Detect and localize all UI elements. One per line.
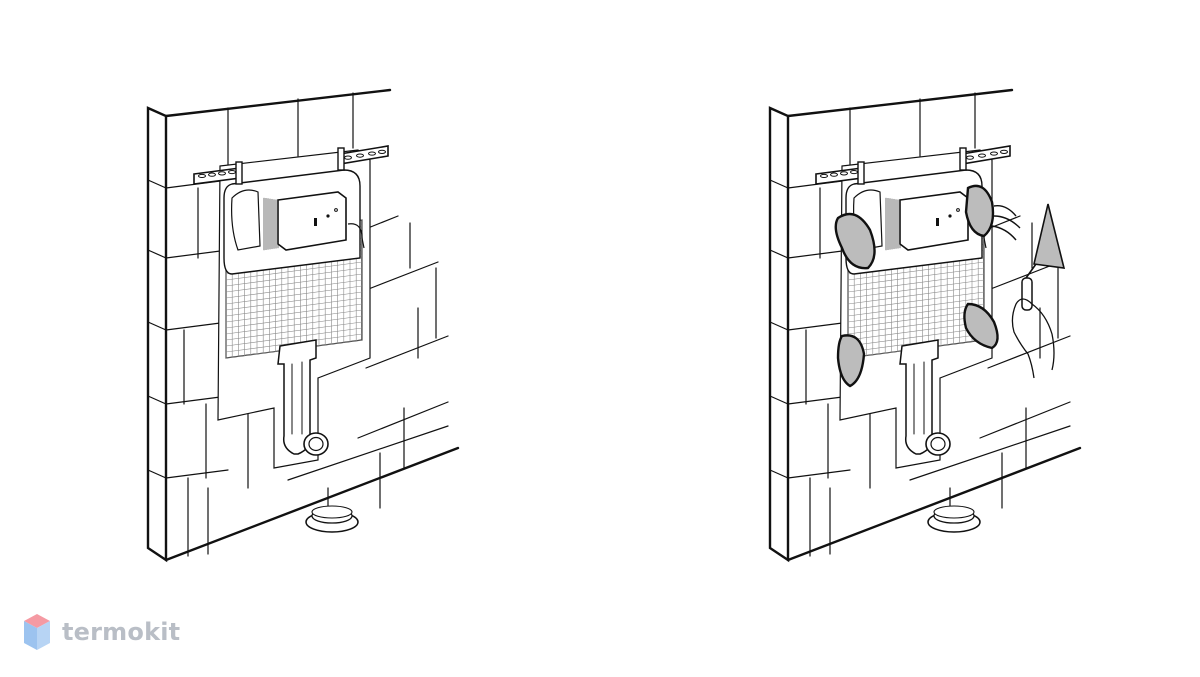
- mounting-rail: [815, 145, 1011, 185]
- plaster-patch: [834, 212, 876, 270]
- trowel-hand-icon: [991, 203, 1066, 379]
- cistern-frame: [223, 169, 365, 275]
- cube-logo-icon: [24, 614, 50, 650]
- brand-logo[interactable]: termokit: [22, 610, 180, 654]
- flush-box: [899, 191, 969, 251]
- plaster-patch: [964, 184, 995, 238]
- plaster-patches: [834, 184, 999, 388]
- flush-box: [277, 191, 347, 251]
- plaster-patch: [963, 302, 999, 350]
- before-plaster-panel: [146, 88, 460, 563]
- mounting-rail: [193, 145, 389, 185]
- drain-pipe: [899, 339, 951, 456]
- brand-name: termokit: [62, 618, 181, 646]
- drain-pipe: [277, 339, 329, 456]
- floor-flange: [305, 505, 359, 533]
- plaster-patch: [836, 334, 866, 388]
- after-plaster-panel: [768, 88, 1082, 563]
- cistern-frame: [845, 169, 987, 275]
- floor-flange: [927, 505, 981, 533]
